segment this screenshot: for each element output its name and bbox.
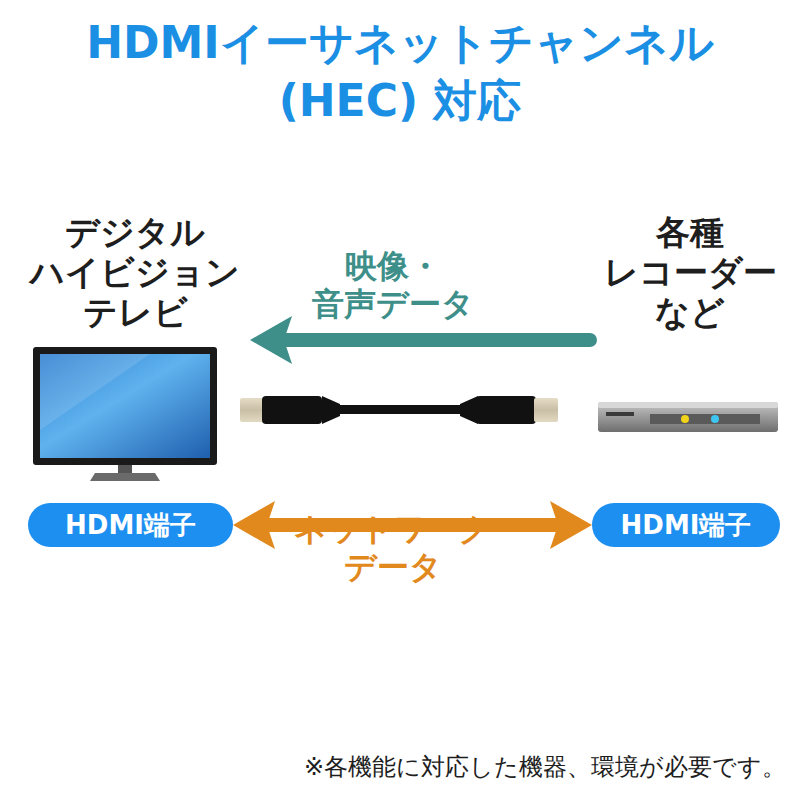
flow-label: ネットワーク データ: [290, 510, 495, 586]
caption-note: ※各機能に対応した機器、環境が必要です。: [304, 752, 786, 782]
tv-illustration: [33, 347, 217, 481]
recorder-node: 各種 レコーダー など: [590, 212, 790, 444]
tv-node: デジタル ハイビジョン テレビ: [20, 212, 250, 484]
arrow-head: [233, 501, 275, 549]
port-label: HDMI端子: [65, 510, 196, 540]
arrow-head: [550, 501, 592, 549]
port-pill: HDMI端子: [28, 503, 233, 547]
recorder-illustration: [598, 402, 778, 432]
arrow-head: [250, 316, 292, 364]
arrow-shaft: [284, 333, 590, 347]
device-label: 各種 レコーダー など: [590, 212, 790, 332]
device-label: デジタル ハイビジョン テレビ: [25, 212, 245, 332]
arrow-connector: [250, 316, 590, 364]
port-pill: HDMI端子: [592, 503, 780, 547]
flow-label: 映像・ 音声データ: [290, 247, 495, 323]
title-text: HDMIイーサネットチャンネル (HEC) 対応: [20, 14, 780, 130]
hdmi-cable: [240, 396, 558, 424]
port-label: HDMI端子: [621, 510, 752, 540]
